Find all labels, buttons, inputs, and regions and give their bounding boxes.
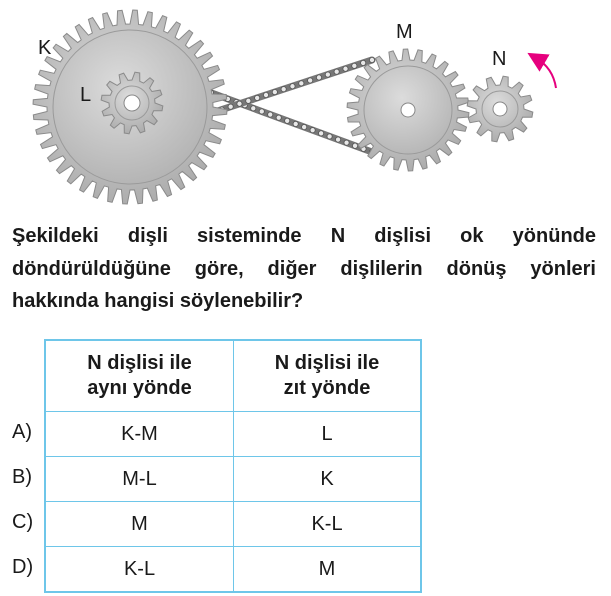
answer-options: N dişlisi ile aynı yönde N dişlisi ile z…: [0, 339, 611, 593]
gear-rim: [363, 65, 453, 155]
chain-link: [275, 114, 282, 121]
option-a-opposite: L: [233, 411, 422, 457]
chain-link: [245, 97, 252, 104]
option-d-opposite: M: [233, 546, 422, 593]
chain-link: [335, 136, 342, 143]
header-line: N dişlisi ile: [274, 352, 380, 374]
chain-link: [271, 89, 278, 96]
chain-link: [258, 108, 265, 115]
question-text: Şekildeki dişli sisteminde N dişlisi ok …: [12, 225, 596, 312]
table-row[interactable]: K-M L: [44, 411, 422, 457]
gear-label-m: M: [396, 21, 413, 43]
option-c-same: M: [44, 501, 234, 547]
chain-link: [343, 139, 350, 146]
option-c-opposite: K-L: [233, 501, 422, 547]
option-d-label[interactable]: D): [12, 556, 34, 578]
gear-hub: [123, 94, 141, 112]
chain-link: [227, 103, 234, 110]
rotation-arrow-icon: [527, 52, 557, 89]
chain-link: [368, 57, 375, 64]
table-row[interactable]: K-L M: [44, 546, 422, 593]
chain-link: [250, 105, 257, 112]
option-b-same: M-L: [44, 456, 234, 502]
chain-link: [254, 94, 261, 101]
chain-link: [360, 59, 367, 66]
option-b-opposite: K: [233, 456, 422, 502]
gear-label-k: K: [38, 37, 52, 59]
chain-link: [324, 71, 331, 78]
chain-link: [284, 117, 291, 124]
table-header-row: N dişlisi ile aynı yönde N dişlisi ile z…: [44, 339, 422, 412]
chain-link: [301, 124, 308, 131]
option-b-label[interactable]: B): [12, 466, 32, 488]
chain-link: [267, 111, 274, 118]
chain-link: [351, 62, 358, 69]
answer-table: N dişlisi ile aynı yönde N dişlisi ile z…: [44, 339, 422, 593]
gear-rim: [52, 29, 208, 185]
gear-label-n: N: [492, 48, 506, 70]
table-row[interactable]: M-L K: [44, 456, 422, 502]
option-a-same: K-M: [44, 411, 234, 457]
chain-link: [342, 65, 349, 72]
header-line: N dişlisi ile: [87, 352, 192, 374]
chain-link: [315, 74, 322, 81]
chain-link: [262, 92, 269, 99]
gear-n: [466, 75, 534, 143]
gear-label-l: L: [80, 84, 91, 106]
header-line: aynı yönde: [87, 377, 192, 399]
chain-link: [289, 83, 296, 90]
chain-link: [352, 142, 359, 149]
table-row[interactable]: M K-L: [44, 501, 422, 547]
gear-system-figure: K L M N: [32, 9, 557, 205]
chain-link: [326, 133, 333, 140]
header-opposite-direction: N dişlisi ile zıt yönde: [233, 339, 422, 412]
chain-link: [307, 77, 314, 84]
chain-link: [236, 100, 243, 107]
chain-link: [280, 86, 287, 93]
gear-hub: [400, 102, 416, 118]
gear-hub: [492, 101, 508, 117]
gear-m: [346, 48, 470, 172]
option-d-same: K-L: [44, 546, 234, 593]
header-same-direction: N dişlisi ile aynı yönde: [44, 339, 234, 412]
option-a-label[interactable]: A): [12, 421, 32, 443]
chain-link: [309, 127, 316, 134]
gear-rim: [114, 85, 150, 121]
chain-link: [298, 80, 305, 87]
option-c-label[interactable]: C): [12, 511, 34, 533]
gear-l: [100, 71, 164, 135]
chain-link: [318, 130, 325, 137]
header-line: zıt yönde: [283, 377, 371, 399]
chain-link: [333, 68, 340, 75]
chain-link: [292, 120, 299, 127]
gear-rim: [481, 90, 519, 128]
